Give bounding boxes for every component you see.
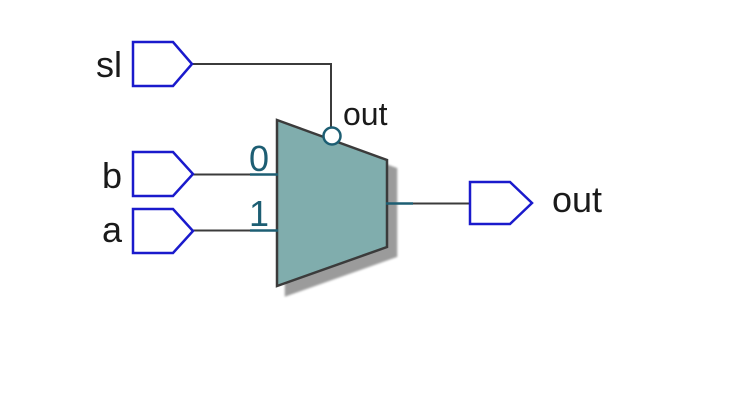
port-a-symbol[interactable] <box>131 207 195 255</box>
port-b: b <box>102 150 195 198</box>
mux-cell-label: out <box>343 96 388 132</box>
port-out-label: out <box>552 179 602 220</box>
port-out-symbol[interactable] <box>468 180 534 226</box>
port-a: a <box>102 207 195 255</box>
port-b-symbol[interactable] <box>131 150 195 198</box>
wire-sl <box>192 63 332 127</box>
mux-input1-label: 1 <box>249 193 269 234</box>
mux-select-marker <box>322 126 342 146</box>
port-sl-symbol[interactable] <box>131 40 194 88</box>
port-sl-label: sl <box>96 44 122 85</box>
port-out: out <box>468 179 602 226</box>
port-sl: sl <box>96 40 194 88</box>
port-b-label: b <box>102 155 122 196</box>
port-a-label: a <box>102 209 123 250</box>
mux-input0-label: 0 <box>249 138 269 179</box>
